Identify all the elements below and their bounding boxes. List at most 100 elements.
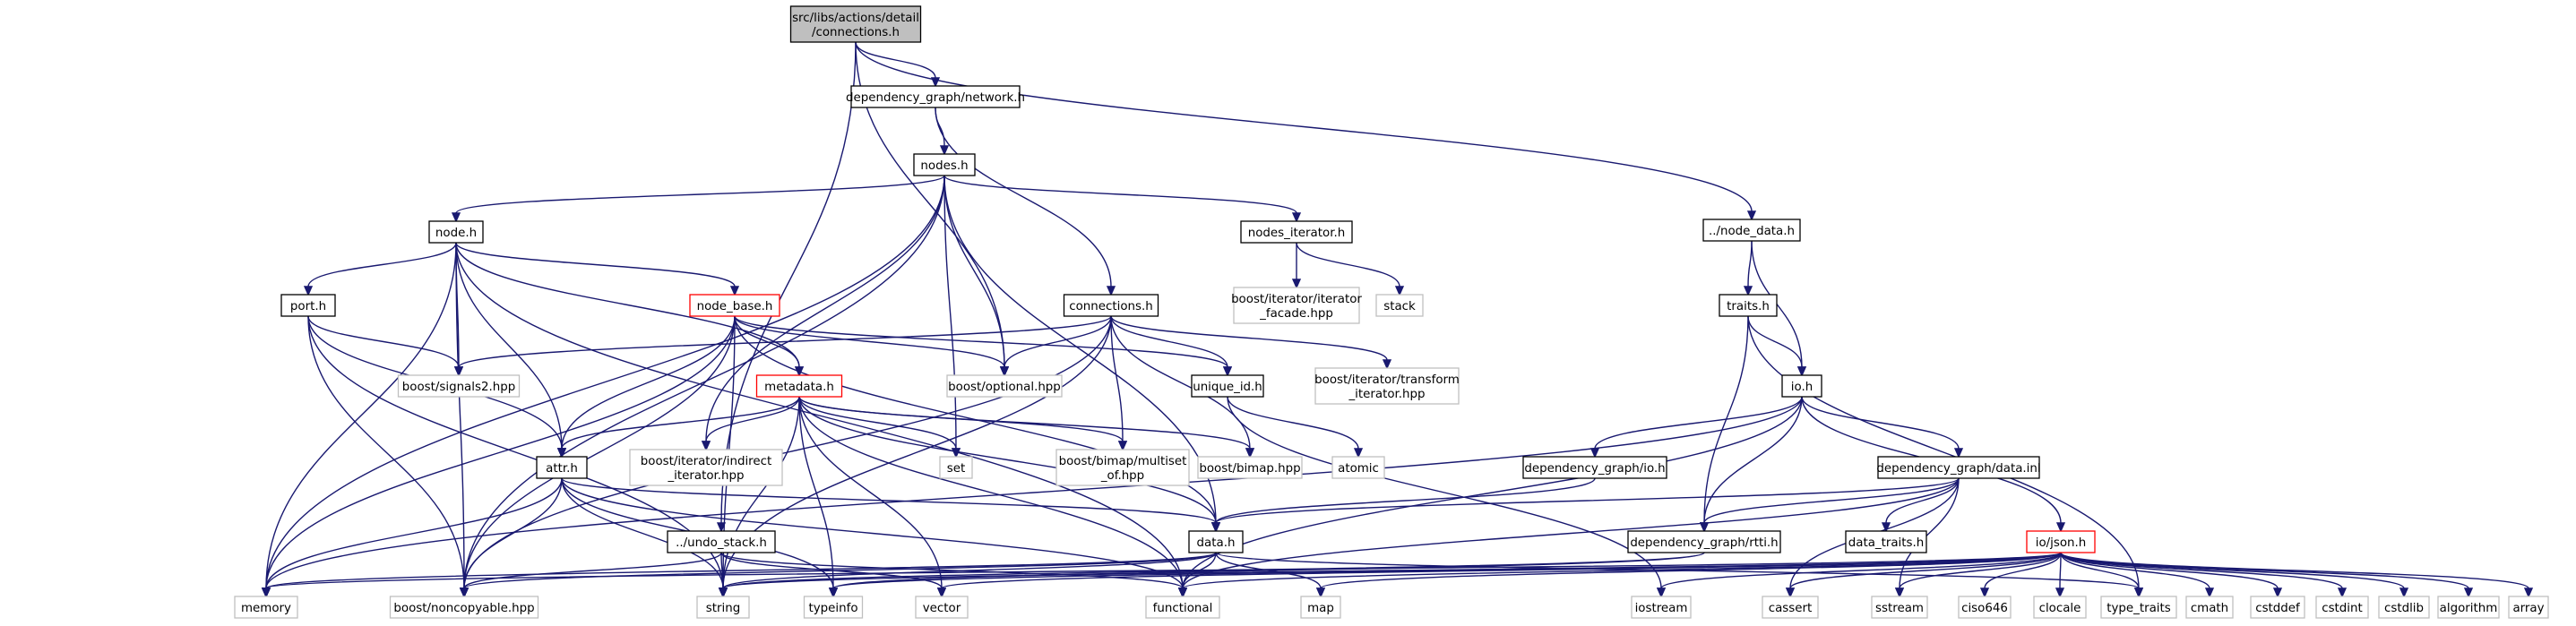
edge-connections-to-multiset bbox=[1110, 315, 1128, 451]
node-connections[interactable]: connections.h bbox=[1063, 294, 1159, 317]
node-nodes-iterator[interactable]: nodes_iterator.h bbox=[1240, 220, 1353, 244]
edge-json-to-type_traits bbox=[2060, 552, 2144, 598]
node-type-traits: type_traits bbox=[2100, 596, 2177, 619]
node-label: boost/iterator/indirect bbox=[641, 455, 772, 468]
node-label: cassert bbox=[1769, 602, 1813, 615]
edge-json-to-memory bbox=[261, 552, 2062, 598]
node-label: dependency_graph/io.h bbox=[1524, 462, 1665, 476]
node-label: _facade.hpp bbox=[1259, 307, 1333, 321]
edge-node-to-node_base bbox=[455, 242, 740, 296]
edge-dg_io-to-data bbox=[1210, 477, 1596, 533]
edge-json-to-map bbox=[1315, 552, 2062, 598]
edge-port-to-noncopyable bbox=[307, 315, 470, 598]
node-string: string bbox=[696, 596, 750, 619]
node-cstddef: cstddef bbox=[2250, 596, 2305, 619]
node-iter-facade: boost/iterator/iterator_facade.hpp bbox=[1231, 287, 1362, 324]
node-stack: stack bbox=[1375, 294, 1424, 317]
edge-network-to-nodes bbox=[935, 107, 950, 156]
edge-network-to-connections bbox=[935, 107, 1116, 296]
node-sstream: sstream bbox=[1871, 596, 1928, 619]
edge-root-to-node_data bbox=[855, 41, 1757, 221]
node-iostream: iostream bbox=[1631, 596, 1692, 619]
node-label: boost/bimap/multiset bbox=[1059, 455, 1187, 468]
node-undo-stack[interactable]: ../undo_stack.h bbox=[667, 530, 776, 553]
edge-io-to-dg_rtti bbox=[1699, 396, 1803, 533]
edge-metadata-to-bimap bbox=[798, 396, 1255, 459]
edge-node-to-port bbox=[303, 242, 457, 296]
node-label: cstddef bbox=[2255, 602, 2300, 615]
node-data-traits[interactable]: data_traits.h bbox=[1845, 530, 1927, 553]
node-dg-data-inl[interactable]: dependency_graph/data.inl bbox=[1876, 456, 2041, 479]
node-label: string bbox=[706, 602, 740, 615]
node-label: unique_id.h bbox=[1193, 381, 1262, 394]
node-network[interactable]: dependency_graph/network.h bbox=[846, 85, 1025, 108]
node-node-base[interactable]: node_base.h bbox=[689, 294, 780, 317]
node-label: typeinfo bbox=[808, 602, 857, 615]
node-label: data.h bbox=[1197, 536, 1236, 550]
node-label: memory bbox=[241, 602, 291, 615]
node-iter-transform: boost/iterator/transform_iterator.hpp bbox=[1314, 367, 1460, 405]
node-atomic: atomic bbox=[1331, 456, 1385, 479]
node-node-data[interactable]: ../node_data.h bbox=[1702, 219, 1801, 242]
edge-data-to-noncopyable bbox=[459, 552, 1217, 598]
edge-json-to-typeinfo bbox=[828, 552, 2062, 598]
edge-metadata-to-attr bbox=[556, 396, 800, 459]
edge-unique_id-to-atomic bbox=[1227, 396, 1364, 459]
node-label: boost/noncopyable.hpp bbox=[393, 602, 534, 615]
node-map: map bbox=[1300, 596, 1341, 619]
edge-nodes-to-optional bbox=[943, 175, 1010, 377]
edge-nodes_iterator-to-iter_facade bbox=[1291, 243, 1302, 289]
edge-json-to-cmath bbox=[2060, 552, 2215, 598]
node-label: boost/signals2.hpp bbox=[402, 381, 515, 394]
edge-dg_data_inl-to-functional bbox=[1177, 477, 1960, 598]
node-label: iostream bbox=[1635, 602, 1688, 615]
node-label: dependency_graph/rtti.h bbox=[1630, 536, 1778, 550]
edge-metadata-to-iter_indirect bbox=[701, 396, 800, 451]
node-label: node.h bbox=[435, 227, 477, 240]
edge-json-to-cstddef bbox=[2060, 552, 2283, 598]
node-json[interactable]: io/json.h bbox=[2026, 530, 2096, 553]
node-node[interactable]: node.h bbox=[428, 220, 484, 244]
edge-root-to-network bbox=[855, 41, 941, 88]
node-traits[interactable]: traits.h bbox=[1719, 294, 1778, 317]
node-metadata[interactable]: metadata.h bbox=[755, 374, 843, 398]
nodes-layer: src/libs/actions/detail/connections.h dep… bbox=[234, 5, 2549, 619]
node-label: nodes_iterator.h bbox=[1248, 227, 1345, 240]
edge-json-to-cassert bbox=[1785, 552, 2062, 598]
node-attr[interactable]: attr.h bbox=[536, 456, 588, 479]
edge-json-to-iostream bbox=[1656, 552, 2062, 598]
node-nodes[interactable]: nodes.h bbox=[913, 153, 976, 176]
node-label: metadata.h bbox=[764, 381, 834, 394]
node-unique-id[interactable]: unique_id.h bbox=[1191, 374, 1264, 398]
node-label: node_base.h bbox=[697, 300, 773, 313]
node-label: atomic bbox=[1338, 462, 1379, 476]
node-set: set bbox=[939, 456, 973, 479]
node-port[interactable]: port.h bbox=[280, 294, 336, 317]
node-signals2: boost/signals2.hpp bbox=[397, 374, 521, 398]
node-label: stack bbox=[1383, 300, 1416, 313]
node-array: array bbox=[2508, 596, 2549, 619]
node-root[interactable]: src/libs/actions/detail/connections.h bbox=[789, 5, 922, 43]
node-label: dependency_graph/data.inl bbox=[1876, 462, 2040, 476]
node-label: data_traits.h bbox=[1848, 536, 1925, 550]
node-label: nodes.h bbox=[920, 159, 968, 173]
edge-json-to-clocale bbox=[2055, 552, 2065, 598]
node-functional: functional bbox=[1145, 596, 1220, 619]
node-label: src/libs/actions/detail bbox=[792, 12, 919, 25]
node-dg-rtti[interactable]: dependency_graph/rtti.h bbox=[1627, 530, 1781, 553]
edge-connections-to-unique_id bbox=[1110, 315, 1233, 377]
node-memory: memory bbox=[234, 596, 298, 619]
node-label: cmath bbox=[2191, 602, 2228, 615]
node-label: /connections.h bbox=[812, 26, 900, 39]
node-data[interactable]: data.h bbox=[1188, 530, 1244, 553]
node-io[interactable]: io.h bbox=[1781, 374, 1822, 398]
node-dg-io[interactable]: dependency_graph/io.h bbox=[1522, 456, 1667, 479]
node-label: cstdlib bbox=[2384, 602, 2424, 615]
node-label: port.h bbox=[290, 300, 326, 313]
node-cstdlib: cstdlib bbox=[2378, 596, 2430, 619]
node-label: array bbox=[2512, 602, 2544, 615]
node-label: _of.hpp bbox=[1100, 469, 1144, 483]
edge-json-to-array bbox=[2060, 552, 2534, 598]
node-label: clocale bbox=[2039, 602, 2081, 615]
